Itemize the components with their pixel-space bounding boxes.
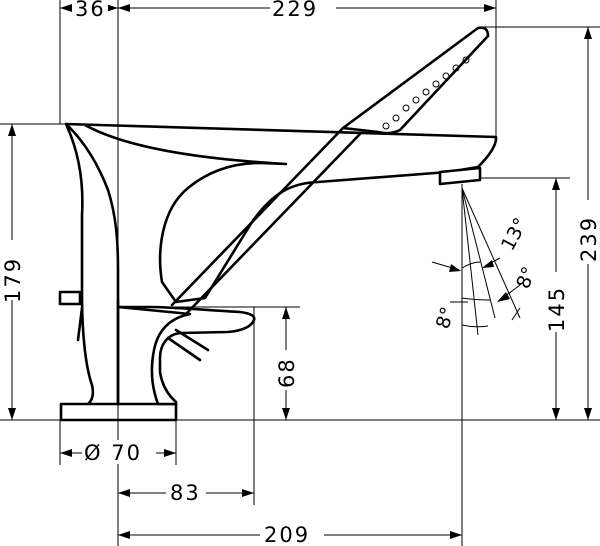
angle-left: 8° (432, 304, 460, 331)
angle-labels: 13° 8° 8° (432, 214, 541, 331)
hand-shower (341, 26, 490, 135)
dim-spray-height: 145 (545, 286, 569, 332)
hose (170, 126, 362, 316)
mixer-handle (116, 305, 256, 406)
shower-nozzles (382, 56, 470, 130)
diverter-knob (58, 290, 82, 306)
dim-handle-height: 68 (275, 357, 299, 388)
dim-base-diameter: Ø 70 (84, 441, 142, 465)
dim-offset-top: 36 (75, 0, 106, 21)
body-contour (64, 122, 120, 406)
angle-outer-right: 13° (497, 214, 532, 254)
lever-detail (166, 328, 210, 362)
dim-spout-reach: 229 (272, 0, 318, 21)
diverter-stem (76, 306, 84, 342)
dim-handle-reach: 83 (170, 481, 201, 505)
spray-lines (431, 187, 521, 336)
dim-total-height: 239 (577, 216, 600, 262)
faucet-outline (58, 26, 498, 422)
dim-spout-offset: 209 (264, 523, 310, 546)
spout-outlet (438, 166, 482, 186)
dim-body-height: 179 (1, 257, 25, 303)
